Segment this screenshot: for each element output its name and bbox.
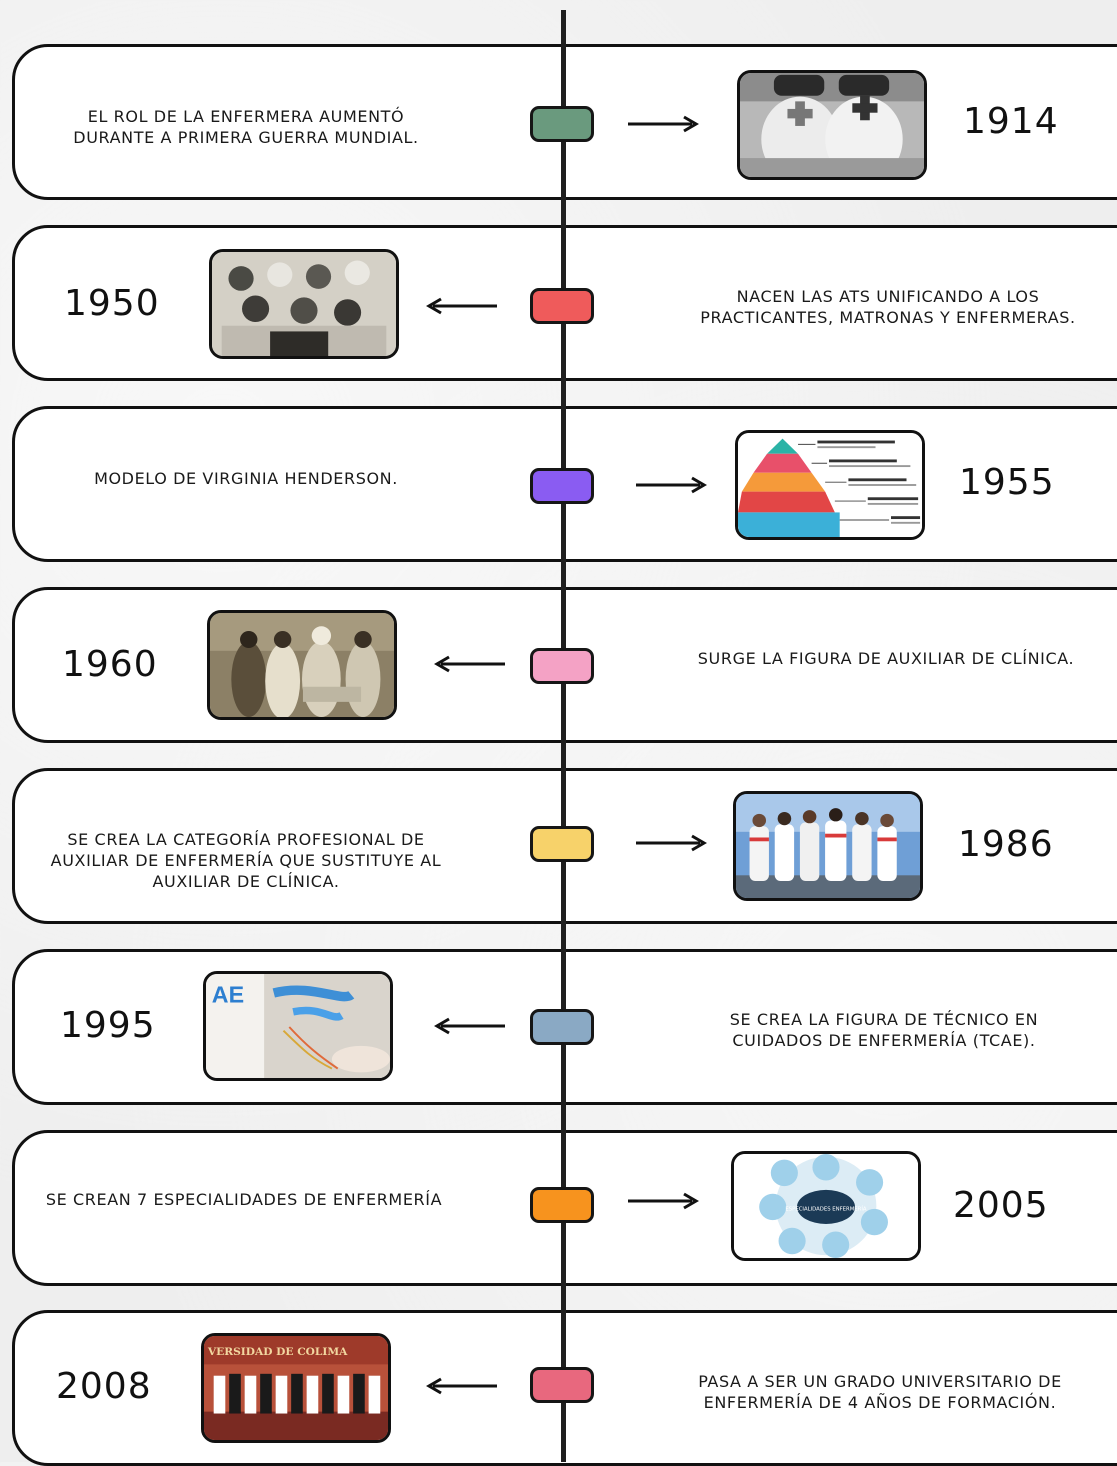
event-description: SE CREA LA FIGURA DE TÉCNICO EN CUIDADOS…: [729, 1010, 1039, 1050]
event-description: NACEN LAS ATS UNIFICANDO A LOS PRACTICAN…: [700, 287, 1076, 327]
event-year: 2008: [56, 1366, 152, 1407]
timeline-marker: [530, 1367, 594, 1403]
event-image-iv-drip: AE: [203, 971, 393, 1081]
image-text: VERSIDAD DE COLIMA: [207, 1346, 348, 1358]
event-year: 1914: [963, 101, 1059, 142]
event-year: 1960: [62, 644, 158, 685]
timeline-axis: [561, 10, 566, 1462]
event-year: 2005: [953, 1185, 1049, 1226]
arrow-left-icon: [425, 296, 499, 316]
event-year: 1995: [60, 1005, 156, 1046]
image-text: AE: [212, 982, 244, 1008]
image-text: ESPECIALIDADES ENFERMERÍA: [785, 1206, 867, 1213]
arrow-left-icon: [433, 1016, 507, 1036]
arrow-left-icon: [425, 1376, 499, 1396]
event-description: SURGE LA FIGURA DE AUXILIAR DE CLÍNICA.: [697, 649, 1075, 668]
timeline-marker: [530, 1009, 594, 1045]
timeline-marker: [530, 826, 594, 862]
event-image-graduation: VERSIDAD DE COLIMA: [201, 1333, 391, 1443]
event-description: SE CREA LA CATEGORÍA PROFESIONAL DE AUXI…: [50, 830, 442, 891]
arrow-right-icon: [626, 114, 700, 134]
event-description: SE CREAN 7 ESPECIALIDADES DE ENFERMERÍA: [45, 1190, 443, 1209]
event-image-nursing-staff: [733, 791, 923, 901]
timeline-marker: [530, 648, 594, 684]
timeline-marker: [530, 1187, 594, 1223]
event-image-specialties: ESPECIALIDADES ENFERMERÍA: [731, 1151, 921, 1261]
event-image-group-nurses: [209, 249, 399, 359]
arrow-right-icon: [634, 475, 708, 495]
arrow-right-icon: [634, 833, 708, 853]
timeline-marker: [530, 106, 594, 142]
timeline-marker: [530, 288, 594, 324]
arrow-left-icon: [433, 654, 507, 674]
event-description: MODELO DE VIRGINIA HENDERSON.: [94, 469, 398, 488]
timeline-marker: [530, 468, 594, 504]
event-image-needs-pyramid: [735, 430, 925, 540]
event-image-nurses-red-cross: [737, 70, 927, 180]
event-year: 1955: [959, 462, 1055, 503]
event-description: EL ROL DE LA ENFERMERA AUMENTÓ DURANTE A…: [73, 107, 419, 147]
event-image-clinic-auxiliaries: [207, 610, 397, 720]
arrow-right-icon: [626, 1191, 700, 1211]
event-year: 1950: [64, 283, 160, 324]
event-year: 1986: [958, 824, 1054, 865]
event-description: PASA A SER UN GRADO UNIVERSITARIO DE ENF…: [698, 1372, 1062, 1412]
